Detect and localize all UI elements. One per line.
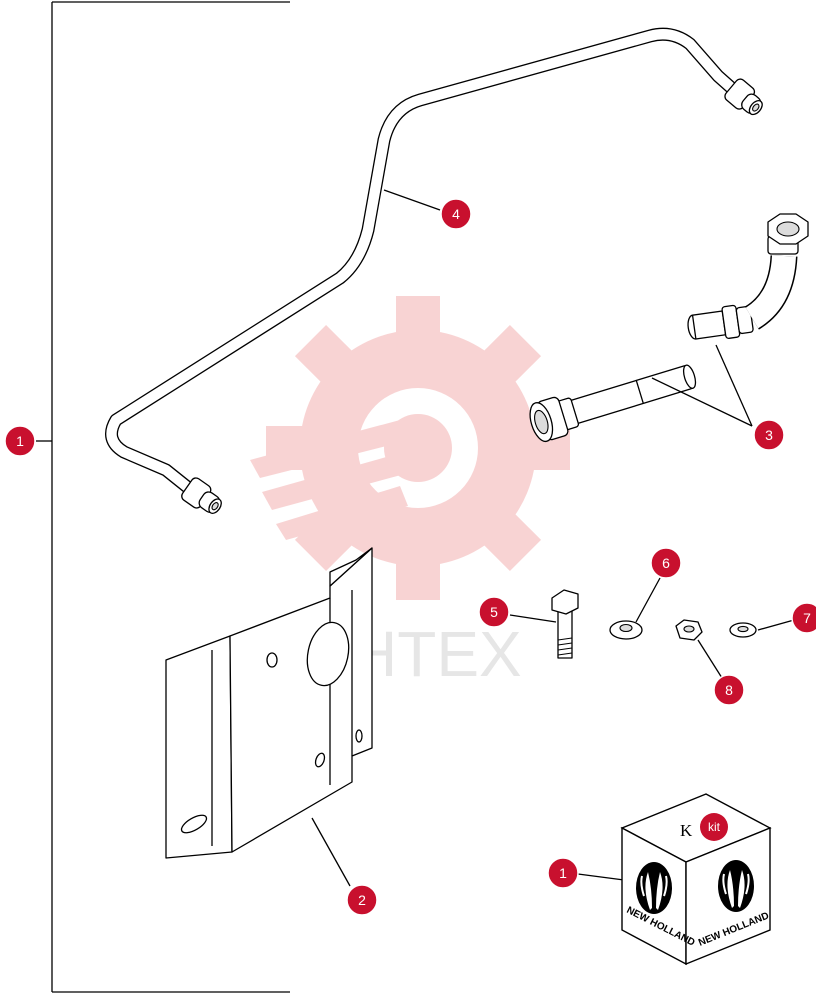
svg-text:4: 4 bbox=[452, 206, 460, 222]
callout-1-kit: 1 bbox=[547, 857, 579, 889]
callout-6: 6 bbox=[650, 547, 682, 579]
callout-8: 8 bbox=[713, 674, 745, 706]
callout-3: 3 bbox=[753, 419, 785, 451]
nut-part-8 bbox=[675, 619, 703, 641]
svg-text:1: 1 bbox=[559, 865, 567, 881]
hose-part-3 bbox=[529, 213, 809, 443]
callout-4: 4 bbox=[440, 198, 472, 230]
bolt-part-5 bbox=[551, 589, 579, 659]
kit-bracket bbox=[36, 1, 290, 993]
callout-5: 5 bbox=[478, 596, 510, 628]
kit-tag-badge bbox=[700, 813, 728, 841]
watermark-logo bbox=[250, 296, 570, 600]
bracket-part-2 bbox=[165, 547, 373, 859]
svg-text:5: 5 bbox=[490, 604, 498, 620]
svg-text:2: 2 bbox=[358, 892, 366, 908]
washer-part-6 bbox=[609, 620, 643, 640]
svg-text:1: 1 bbox=[16, 433, 24, 449]
svg-text:6: 6 bbox=[662, 555, 670, 571]
callout-7: 7 bbox=[791, 602, 816, 634]
washer-part-7 bbox=[729, 622, 757, 638]
svg-text:3: 3 bbox=[765, 427, 773, 443]
svg-text:8: 8 bbox=[725, 682, 733, 698]
pipe-part-4 bbox=[105, 27, 763, 514]
callout-2: 2 bbox=[346, 884, 378, 916]
leader-lines bbox=[311, 189, 795, 887]
kit-box-letter: K bbox=[680, 821, 693, 840]
svg-text:7: 7 bbox=[803, 610, 811, 626]
leaf-logo-icon bbox=[636, 862, 672, 914]
kit-tag-label: kit bbox=[708, 820, 721, 834]
kit-box: K kit NEW HOLLAND NEW HOLLAND bbox=[620, 793, 772, 966]
leaf-logo-icon-right bbox=[718, 860, 754, 912]
callout-1-left: 1 bbox=[4, 425, 36, 457]
